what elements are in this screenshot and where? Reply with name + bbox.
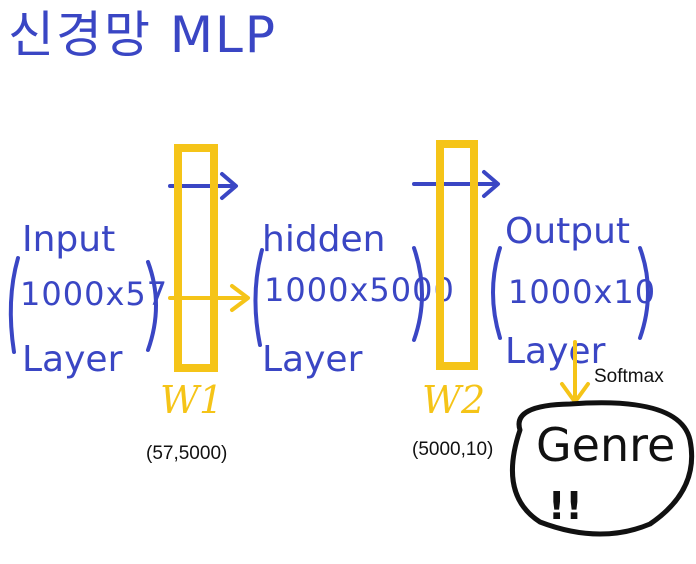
hidden-layer-label-line2: Layer	[262, 339, 363, 380]
input-layer-label-line2: Layer	[22, 339, 123, 380]
output-layer-label-line2: Layer	[505, 331, 606, 372]
output-right-bracket	[638, 246, 650, 340]
genre-label: Genre	[536, 418, 676, 472]
input-layer-label-line1: Input	[22, 219, 116, 260]
w1-yellow-arrow	[168, 284, 250, 312]
w1-weight-box	[174, 144, 218, 372]
hidden-right-bracket	[412, 246, 424, 342]
w2-label: W2	[422, 378, 486, 422]
output-left-bracket	[491, 246, 502, 340]
w2-blue-arrow	[412, 170, 500, 198]
genre-circle	[509, 400, 695, 537]
softmax-label: Softmax	[594, 366, 664, 387]
w2-shape: (5000,10)	[412, 439, 494, 460]
w1-shape: (57,5000)	[146, 443, 228, 464]
w1-label: W1	[160, 378, 224, 422]
diagram-title: 신경망 MLP	[8, 6, 278, 64]
hidden-layer-label: hidden Layer	[262, 140, 386, 460]
output-dims: 1000x10	[508, 273, 657, 311]
input-layer-label: Input Layer	[22, 140, 122, 460]
output-layer-label-line1: Output	[505, 211, 631, 252]
output-layer-label: Output Layer	[505, 132, 630, 452]
hidden-layer-label-line1: hidden	[262, 219, 386, 260]
input-left-bracket	[8, 256, 20, 354]
input-right-bracket	[146, 260, 158, 352]
w2-weight-box	[436, 140, 478, 370]
softmax-arrow	[560, 340, 590, 404]
hidden-left-bracket	[253, 248, 264, 347]
input-dims: 1000x57	[20, 275, 169, 313]
genre-exclaim: !!	[548, 484, 583, 528]
